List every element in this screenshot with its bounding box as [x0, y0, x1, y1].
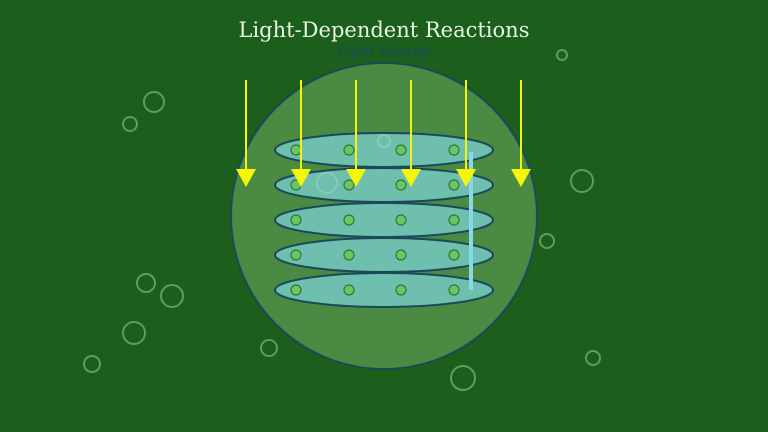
light-arrow-icon [456, 80, 476, 187]
photosystem [343, 284, 355, 296]
photosystem [395, 284, 407, 296]
bubble [556, 49, 568, 61]
bubble [570, 169, 594, 193]
bubble [122, 321, 146, 345]
bubble [122, 116, 138, 132]
photosystem [290, 249, 302, 261]
light-arrow-icon [346, 80, 366, 187]
bubble [83, 355, 101, 373]
bubble [316, 172, 338, 194]
photosystem [448, 249, 460, 261]
photosystem [290, 144, 302, 156]
photosystem [395, 214, 407, 226]
thylakoid-stack [274, 132, 494, 308]
photosystem [395, 179, 407, 191]
photosystem [343, 144, 355, 156]
bubble [260, 339, 278, 357]
photosystem [448, 284, 460, 296]
atp-synthase-channel [469, 152, 473, 290]
bubble [136, 273, 156, 293]
photosystem [448, 214, 460, 226]
photosystem [343, 214, 355, 226]
light-arrow-icon [291, 80, 311, 187]
light-arrow-icon [401, 80, 421, 187]
photosystem [395, 144, 407, 156]
thylakoid [274, 202, 494, 238]
light-arrow-icon [236, 80, 256, 187]
thylakoid [274, 237, 494, 273]
photosystem [448, 144, 460, 156]
photosystem [343, 179, 355, 191]
photosystem [395, 249, 407, 261]
thylakoid [274, 272, 494, 308]
bubble [450, 365, 476, 391]
light-energy-arrows [236, 80, 531, 187]
bubble [377, 134, 391, 148]
thylakoid [274, 132, 494, 168]
diagram-title: Light-Dependent Reactions [238, 18, 530, 42]
bubble [539, 233, 555, 249]
light-energy-label: Light Energy [337, 44, 431, 60]
photosystem [290, 214, 302, 226]
photosystem [448, 179, 460, 191]
background-bubbles [83, 49, 601, 391]
light-arrow-icon [511, 80, 531, 187]
bubble [143, 91, 165, 113]
bubble [160, 284, 184, 308]
photosystem [290, 284, 302, 296]
photosystem [343, 249, 355, 261]
bubble [585, 350, 601, 366]
